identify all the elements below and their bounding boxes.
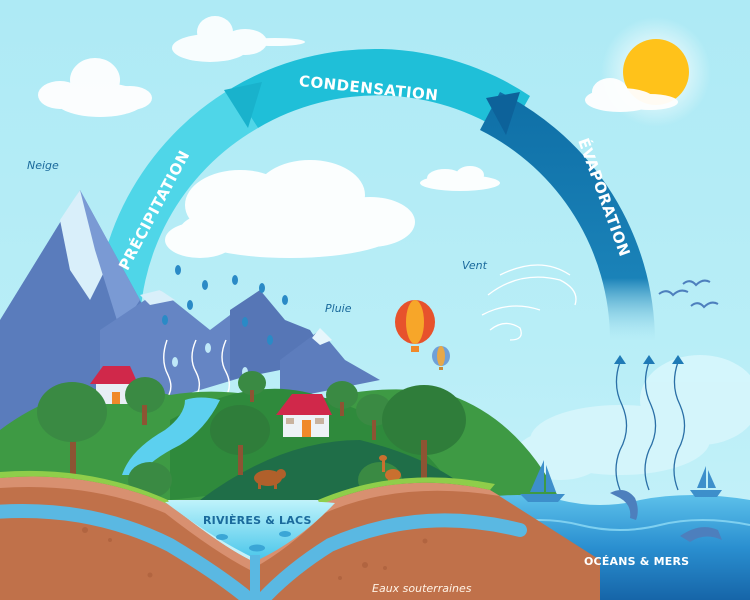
cloud-icon <box>515 355 750 480</box>
soil-cross-section <box>0 470 600 600</box>
condensation-arc <box>232 48 530 135</box>
river <box>122 397 220 475</box>
cloud-icon <box>585 78 678 112</box>
rain-label: Pluie <box>325 302 352 315</box>
cloud-icon <box>38 58 152 117</box>
hot-air-balloon-icon <box>432 346 450 370</box>
rivers-lakes-label: RIVIÈRES & LACS <box>203 514 312 527</box>
wave <box>499 519 750 531</box>
bear-icon <box>254 469 286 489</box>
dolphin-icon <box>610 489 722 542</box>
rain-cloud-icon <box>165 160 415 258</box>
wind-icon <box>481 264 577 341</box>
wind-label: Vent <box>462 259 487 272</box>
oceans-seas-label: OCÉANS & MERS <box>584 555 690 568</box>
cloud-icon <box>172 16 305 62</box>
snow-label: Neige <box>27 159 59 172</box>
sailboat-icon <box>520 460 565 502</box>
evaporation-arrows <box>615 361 686 491</box>
arc-fold <box>224 82 262 128</box>
arrow-up-icon <box>614 355 684 364</box>
groundwater-label: Eaux souterraines <box>372 582 472 595</box>
hot-air-balloon-icon <box>395 300 435 352</box>
cloud-icon <box>420 166 500 191</box>
deer-icon <box>379 455 401 486</box>
fish-icon <box>216 531 291 552</box>
house-icon <box>276 394 332 437</box>
sailboat-icon <box>690 466 722 497</box>
arc-fold <box>486 92 520 135</box>
house-icon <box>90 366 138 404</box>
soil-pebbles <box>82 527 428 580</box>
lake <box>165 500 335 560</box>
rain-drops-icon <box>162 265 288 345</box>
groundwater-channels <box>0 503 527 600</box>
evaporation-arc <box>480 92 655 340</box>
precipitation-arc <box>94 88 258 345</box>
birds-icon <box>658 279 719 309</box>
